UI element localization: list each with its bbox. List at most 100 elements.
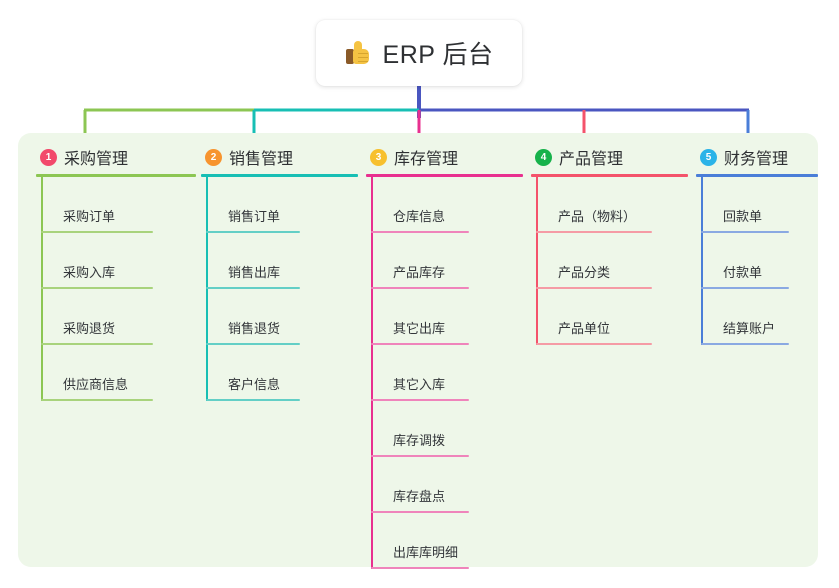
branch-item-underline	[371, 343, 469, 345]
branch-column-2: 2 销售管理销售订单销售出库销售退货客户信息	[201, 145, 358, 401]
branch-item-underline	[701, 231, 789, 233]
branch-spine-2	[206, 177, 208, 401]
branch-underline-2	[201, 174, 358, 177]
branch-item-label: 销售订单	[228, 209, 281, 224]
branch-item[interactable]: 产品单位	[531, 289, 688, 345]
branch-item-label: 产品库存	[393, 265, 446, 280]
branch-item[interactable]: 销售订单	[201, 177, 358, 233]
branch-header-5[interactable]: 5 财务管理	[696, 145, 818, 169]
branch-item-underline	[41, 231, 153, 233]
branch-item-underline	[206, 399, 300, 401]
branch-item-underline	[206, 343, 300, 345]
branch-items-2: 销售订单销售出库销售退货客户信息	[201, 177, 358, 401]
branch-item[interactable]: 采购入库	[36, 233, 196, 289]
branch-item[interactable]: 产品（物料）	[531, 177, 688, 233]
branch-badge-5: 5	[700, 148, 717, 166]
branch-item-label: 回款单	[723, 209, 763, 224]
branch-item-underline	[371, 231, 469, 233]
branch-item[interactable]: 其它出库	[366, 289, 523, 345]
branch-item[interactable]: 供应商信息	[36, 345, 196, 401]
branch-item[interactable]: 付款单	[696, 233, 818, 289]
branch-items-1: 采购订单采购入库采购退货供应商信息	[36, 177, 196, 401]
branch-item-underline	[536, 343, 652, 345]
branch-item[interactable]: 产品库存	[366, 233, 523, 289]
branch-item-label: 仓库信息	[393, 209, 446, 224]
branch-item-label: 产品分类	[558, 265, 611, 280]
branch-column-1: 1 采购管理采购订单采购入库采购退货供应商信息	[36, 145, 196, 401]
branch-item-label: 付款单	[723, 265, 763, 280]
root-node[interactable]: ERP 后台	[316, 20, 522, 86]
branch-item-underline	[536, 231, 652, 233]
branch-spine-5	[701, 177, 703, 345]
branch-item[interactable]: 其它入库	[366, 345, 523, 401]
branch-item-label: 结算账户	[723, 321, 776, 336]
diagram-panel: 1 采购管理采购订单采购入库采购退货供应商信息 2 销售管理销售订单销售出库销售退货客…	[18, 133, 818, 569]
branch-item-underline	[41, 399, 153, 401]
branch-underline-3	[366, 174, 523, 177]
branch-item-label: 产品单位	[558, 321, 611, 336]
branch-item-label: 其它出库	[393, 321, 446, 336]
branch-badge-1: 1	[40, 148, 57, 166]
branch-item[interactable]: 采购订单	[36, 177, 196, 233]
branch-badge-3: 3	[370, 148, 387, 166]
branch-column-3: 3 库存管理仓库信息产品库存其它出库其它入库库存调拨库存盘点出库库明细	[366, 145, 523, 569]
branch-item-label: 采购订单	[63, 209, 116, 224]
branch-item-label: 销售退货	[228, 321, 281, 336]
branch-header-3[interactable]: 3 库存管理	[366, 145, 523, 169]
branch-item-label: 其它入库	[393, 377, 446, 392]
branch-items-5: 回款单付款单结算账户	[696, 177, 818, 345]
branch-item-underline	[41, 287, 153, 289]
branch-item-underline	[206, 231, 300, 233]
branch-underline-5	[696, 174, 818, 177]
branch-item[interactable]: 仓库信息	[366, 177, 523, 233]
branch-item[interactable]: 销售退货	[201, 289, 358, 345]
branch-items-3: 仓库信息产品库存其它出库其它入库库存调拨库存盘点出库库明细	[366, 177, 523, 569]
branch-title-4: 产品管理	[559, 151, 624, 168]
root-title: ERP 后台	[382, 41, 494, 69]
branch-item-underline	[371, 455, 469, 457]
branch-item-label: 出库库明细	[393, 545, 459, 560]
branch-item[interactable]: 采购退货	[36, 289, 196, 345]
branch-spine-3	[371, 177, 373, 569]
branch-item-label: 产品（物料）	[558, 209, 637, 224]
branch-item[interactable]: 产品分类	[531, 233, 688, 289]
branch-header-2[interactable]: 2 销售管理	[201, 145, 358, 169]
branch-item-label: 库存调拨	[393, 433, 446, 448]
branch-item[interactable]: 结算账户	[696, 289, 818, 345]
thumbs-up-icon	[345, 40, 372, 67]
branch-header-1[interactable]: 1 采购管理	[36, 145, 196, 169]
branch-badge-2: 2	[205, 148, 222, 166]
branch-item-underline	[41, 343, 153, 345]
branch-item-label: 供应商信息	[63, 377, 129, 392]
branch-item-label: 采购退货	[63, 321, 116, 336]
branch-item[interactable]: 出库库明细	[366, 513, 523, 569]
branch-title-1: 采购管理	[64, 151, 129, 168]
branch-title-3: 库存管理	[394, 151, 459, 168]
branch-item-underline	[206, 287, 300, 289]
branch-item[interactable]: 销售出库	[201, 233, 358, 289]
branch-items-4: 产品（物料） 产品分类产品单位	[531, 177, 688, 345]
branch-item-underline	[701, 343, 789, 345]
branch-item-label: 采购入库	[63, 265, 116, 280]
branch-title-5: 财务管理	[724, 151, 789, 168]
branch-spine-1	[41, 177, 43, 401]
branch-item-underline	[536, 287, 652, 289]
branch-item-underline	[371, 287, 469, 289]
branch-column-5: 5 财务管理回款单付款单结算账户	[696, 145, 818, 345]
branch-underline-4	[531, 174, 688, 177]
branch-item-underline	[371, 399, 469, 401]
branch-underline-1	[36, 174, 196, 177]
branch-title-2: 销售管理	[229, 151, 294, 168]
branch-item-label: 库存盘点	[393, 489, 446, 504]
branch-item-label: 销售出库	[228, 265, 281, 280]
branch-item[interactable]: 回款单	[696, 177, 818, 233]
branch-item[interactable]: 库存调拨	[366, 401, 523, 457]
branch-item[interactable]: 库存盘点	[366, 457, 523, 513]
branch-item-underline	[371, 567, 469, 569]
branch-item[interactable]: 客户信息	[201, 345, 358, 401]
branch-item-underline	[701, 287, 789, 289]
branch-spine-4	[536, 177, 538, 345]
branch-item-label: 客户信息	[228, 377, 281, 392]
